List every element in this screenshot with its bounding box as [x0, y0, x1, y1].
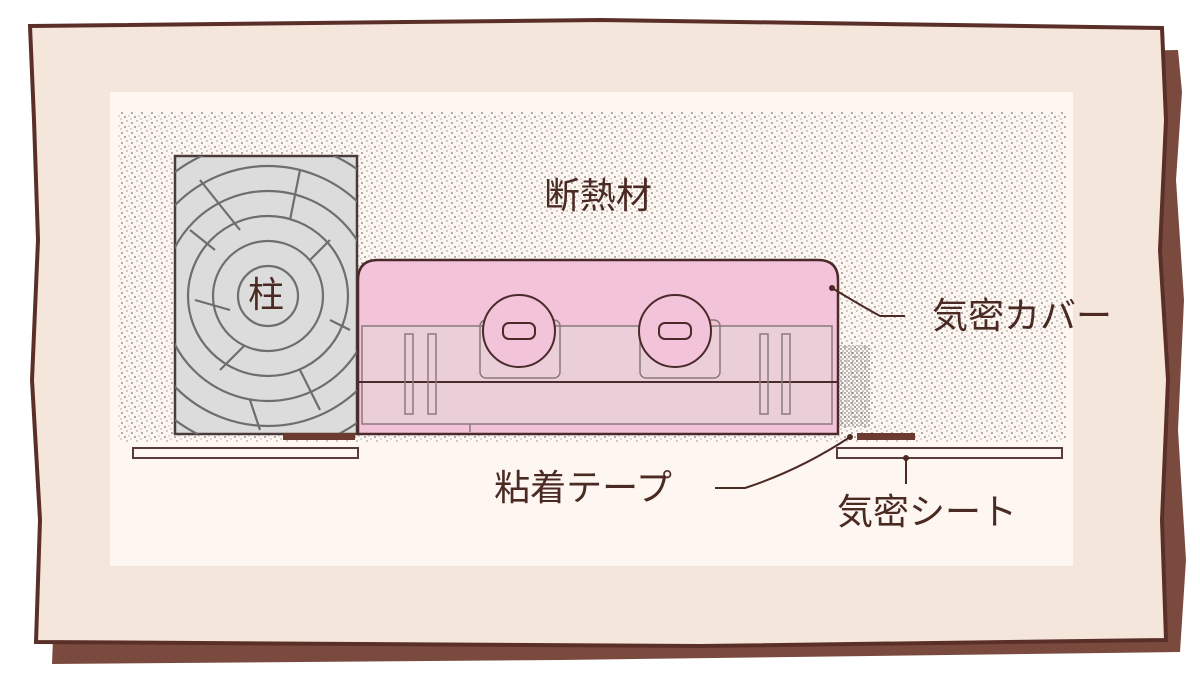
airtight-sheet-right: [836, 447, 1063, 459]
label-pillar: 柱: [248, 275, 284, 316]
airtight-cover: [356, 258, 840, 436]
pillar: [173, 154, 359, 436]
label-insulation: 断熱材: [544, 176, 652, 217]
leader-adhesive-tape: [715, 436, 851, 489]
adhesive-tape-left: [283, 433, 355, 440]
leader-airtight-cover: [831, 287, 905, 317]
adhesive-tape-right: [857, 433, 915, 440]
airtight-sheet-left: [132, 447, 359, 459]
leader-dot-tape: [847, 434, 853, 440]
label-airtight-cover: 気密カバー: [932, 296, 1112, 337]
leader-dot-cover: [829, 285, 835, 291]
label-adhesive-tape: 粘着テープ: [494, 468, 672, 509]
compressed-insulation: [836, 345, 870, 427]
leader-dot-sheet: [903, 455, 909, 461]
label-airtight-sheet: 気密シート: [837, 492, 1017, 533]
